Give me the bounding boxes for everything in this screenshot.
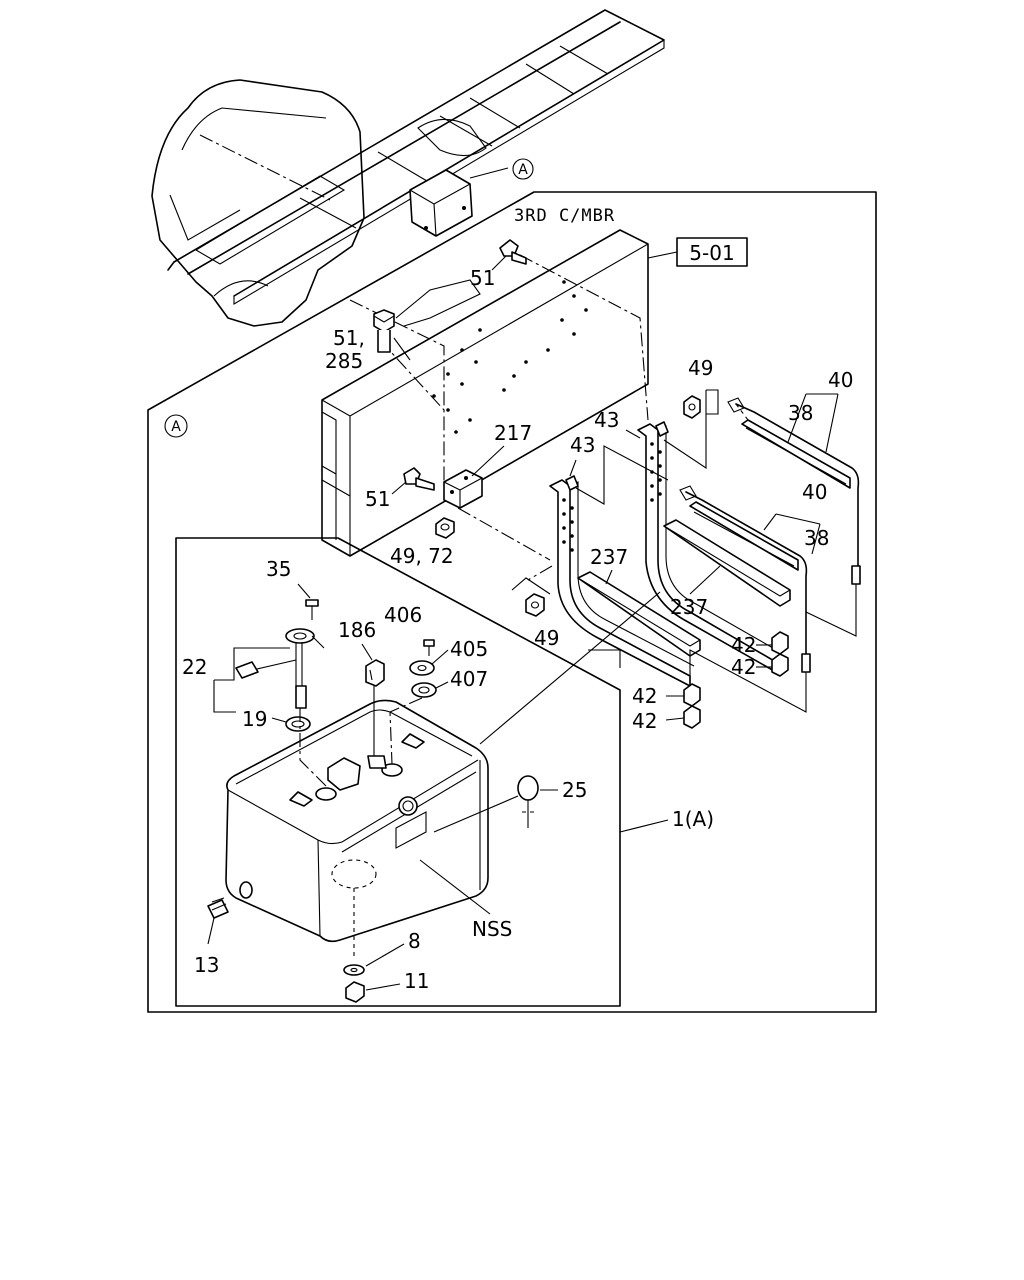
part-51-285-line2: 285 — [325, 349, 363, 373]
truck-overview: A — [151, 9, 665, 327]
part-13: 13 — [194, 953, 219, 977]
tank-assembly-label: 1(A) — [672, 807, 714, 831]
nut-49-top — [683, 395, 701, 419]
nut-49-72 — [435, 517, 455, 539]
part-25: 25 — [562, 778, 587, 802]
part-38-top: 38 — [788, 401, 813, 425]
part-22: 22 — [182, 655, 207, 679]
part-35: 35 — [266, 557, 291, 581]
part-38-mid: 38 — [804, 526, 829, 550]
washer-8 — [343, 964, 365, 976]
part-51-285-line1: 51, — [333, 326, 365, 350]
screw-35 — [305, 599, 319, 620]
part-40-top: 40 — [828, 368, 853, 392]
section-ref-label[interactable]: 5-01 — [689, 241, 734, 265]
part-51-top: 51 — [470, 266, 495, 290]
part-237-right: 237 — [670, 595, 708, 619]
member-note: 3RD C/MBR — [514, 206, 615, 226]
part-51-mid: 51 — [365, 487, 390, 511]
part-43-left: 43 — [570, 433, 595, 457]
part-8: 8 — [408, 929, 421, 953]
part-42-c: 42 — [632, 684, 657, 708]
detail-frame — [147, 191, 877, 1013]
bolt-51-mid — [403, 467, 435, 491]
part-42-b: 42 — [731, 655, 756, 679]
part-407: 407 — [450, 667, 488, 691]
part-40-mid: 40 — [802, 480, 827, 504]
plate-405 — [409, 660, 435, 676]
part-186: 186 — [338, 618, 376, 642]
part-237-left: 237 — [590, 545, 628, 569]
gasket-407 — [411, 682, 437, 698]
gasket-19 — [285, 716, 311, 732]
sender-unit-25 — [517, 775, 539, 828]
part-406: 406 — [384, 603, 422, 627]
bolt-51-top — [499, 239, 527, 265]
screw-406 — [423, 639, 435, 656]
tank-brackets — [549, 397, 861, 687]
part-217: 217 — [494, 421, 532, 445]
filler-plug-13 — [207, 897, 229, 919]
part-19: 19 — [242, 707, 267, 731]
nss-label: NSS — [472, 917, 512, 941]
part-42-d: 42 — [632, 709, 657, 733]
valve-186 — [365, 659, 387, 769]
fuel-tank — [225, 699, 489, 960]
part-405: 405 — [450, 637, 488, 661]
part-43-right: 43 — [594, 408, 619, 432]
part-11: 11 — [404, 969, 429, 993]
part-42-a: 42 — [731, 633, 756, 657]
nut-49-bottom — [525, 593, 545, 617]
fuel-gauge-sender — [235, 628, 325, 709]
part-49-top: 49 — [688, 356, 713, 380]
ref-a-callout: A — [518, 162, 528, 178]
frame-ref-a: A — [171, 419, 181, 435]
part-49-72: 49, 72 — [390, 544, 454, 568]
nuts-42 — [683, 631, 789, 729]
drain-plug-11 — [345, 981, 365, 1003]
bracket-217 — [443, 469, 483, 509]
bolt-51-285 — [373, 309, 395, 353]
tank-detail-frame — [175, 537, 621, 1007]
